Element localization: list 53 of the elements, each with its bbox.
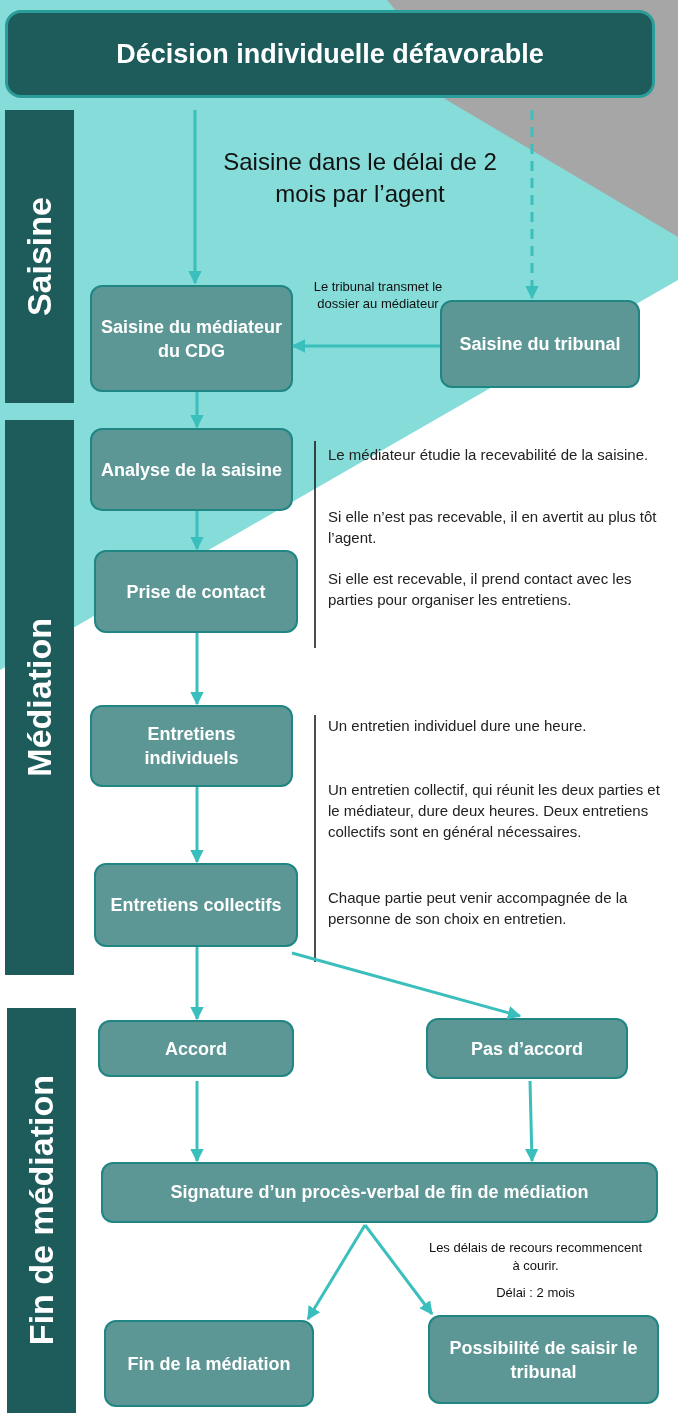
note-text: Un entretien individuel dure une heure. xyxy=(328,716,588,736)
arrow xyxy=(525,110,539,300)
process-box xyxy=(94,550,298,633)
arrow xyxy=(291,951,522,1020)
arrow xyxy=(188,110,202,285)
section-title: Médiation xyxy=(19,618,59,777)
section-band xyxy=(5,420,74,975)
process-box xyxy=(90,705,293,787)
process-box xyxy=(98,1020,294,1077)
arrow xyxy=(190,511,204,551)
arrow xyxy=(190,787,204,864)
arrow xyxy=(306,1224,367,1321)
box-label: Décision individuelle défavorable xyxy=(116,37,544,71)
arrow xyxy=(190,392,204,429)
arrow xyxy=(190,633,204,706)
arrow xyxy=(190,1081,204,1163)
process-box xyxy=(104,1320,314,1407)
note-text: Les délais de recours recommencent à courir. xyxy=(428,1239,643,1275)
section-band xyxy=(7,1008,76,1413)
process-box xyxy=(101,1162,658,1223)
box-label: Saisine du médiateur du CDG xyxy=(100,315,283,363)
note-text: Chaque partie peut venir accompagnée de la personne de son choix en entretien. xyxy=(328,888,629,929)
note-text: Un entretien collectif, qui réunit les deux parties et le médiateur, dure deux heures. Deux entretiens collectifs sont en général nécessaires. xyxy=(328,780,661,842)
process-box xyxy=(90,285,293,392)
note-text: Le médiateur étudie la recevabilité de la saisine. xyxy=(328,445,650,465)
box-label: Saisine du tribunal xyxy=(459,333,621,356)
box-label: Entretiens collectifs xyxy=(110,894,282,917)
note-text: Si elle est recevable, il prend contact avec les parties pour organiser les entretiens. xyxy=(328,569,633,610)
process-box xyxy=(94,863,298,947)
box-label: Pas d’accord xyxy=(470,1037,584,1061)
title-box xyxy=(5,10,655,98)
box-label: Analyse de la saisine xyxy=(100,458,283,482)
box-label: Entretiens individuels xyxy=(143,723,240,770)
box-label: Prise de contact xyxy=(126,580,266,604)
note-text: Délai : 2 mois xyxy=(495,1284,576,1302)
flow-note: Saisine dans le délai de 2 mois par l’agent xyxy=(222,147,498,209)
box-label: Fin de la médiation xyxy=(127,1352,291,1376)
process-box xyxy=(440,300,640,388)
box-label: Signature d’un procès-verbal de fin de médiation xyxy=(170,1181,589,1204)
arrow xyxy=(291,339,440,353)
box-label: Possibilité de saisir le tribunal xyxy=(448,1336,639,1384)
section-band xyxy=(5,110,74,403)
section-title: Fin de médiation xyxy=(21,1075,61,1346)
process-box xyxy=(428,1315,659,1404)
arrow xyxy=(524,1080,539,1163)
arrow xyxy=(363,1224,434,1316)
note-text: Si elle n’est pas recevable, il en avertit au plus tôt l’agent. xyxy=(328,507,658,548)
process-box xyxy=(426,1018,628,1079)
section-title: Saisine xyxy=(19,196,59,317)
arrow xyxy=(190,947,204,1021)
process-box xyxy=(90,428,293,511)
box-label: Accord xyxy=(165,1037,227,1061)
edge-label: Le tribunal transmet le dossier au médiateur xyxy=(312,278,444,312)
